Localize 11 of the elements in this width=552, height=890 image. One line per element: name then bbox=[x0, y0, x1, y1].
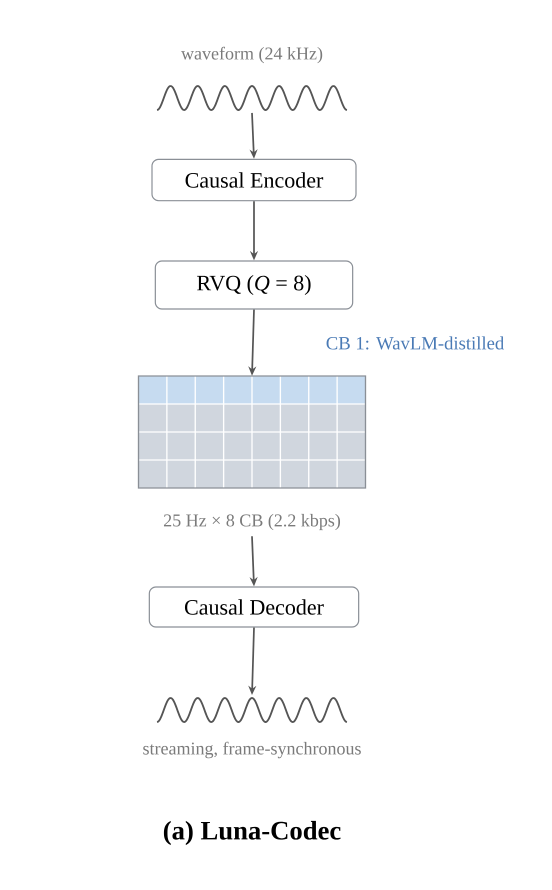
caption-text: waveform (24 kHz) bbox=[181, 46, 322, 64]
figure-caption: (a) Luna-Codec bbox=[164, 820, 341, 846]
waveform-drawing bbox=[156, 697, 348, 723]
process-box: Causal Decoder bbox=[148, 586, 360, 628]
codebook-label: CB 1: WavLM-distilled bbox=[326, 336, 504, 350]
process-box: RVQ (Q = 8) bbox=[154, 260, 354, 310]
waveform-drawing bbox=[156, 85, 348, 111]
codebook-grid bbox=[138, 375, 366, 489]
caption-text: streaming, frame-synchronous bbox=[143, 742, 361, 758]
process-box: Causal Encoder bbox=[151, 158, 357, 202]
caption-text: 25 Hz × 8 CB (2.2 kbps) bbox=[164, 514, 340, 530]
